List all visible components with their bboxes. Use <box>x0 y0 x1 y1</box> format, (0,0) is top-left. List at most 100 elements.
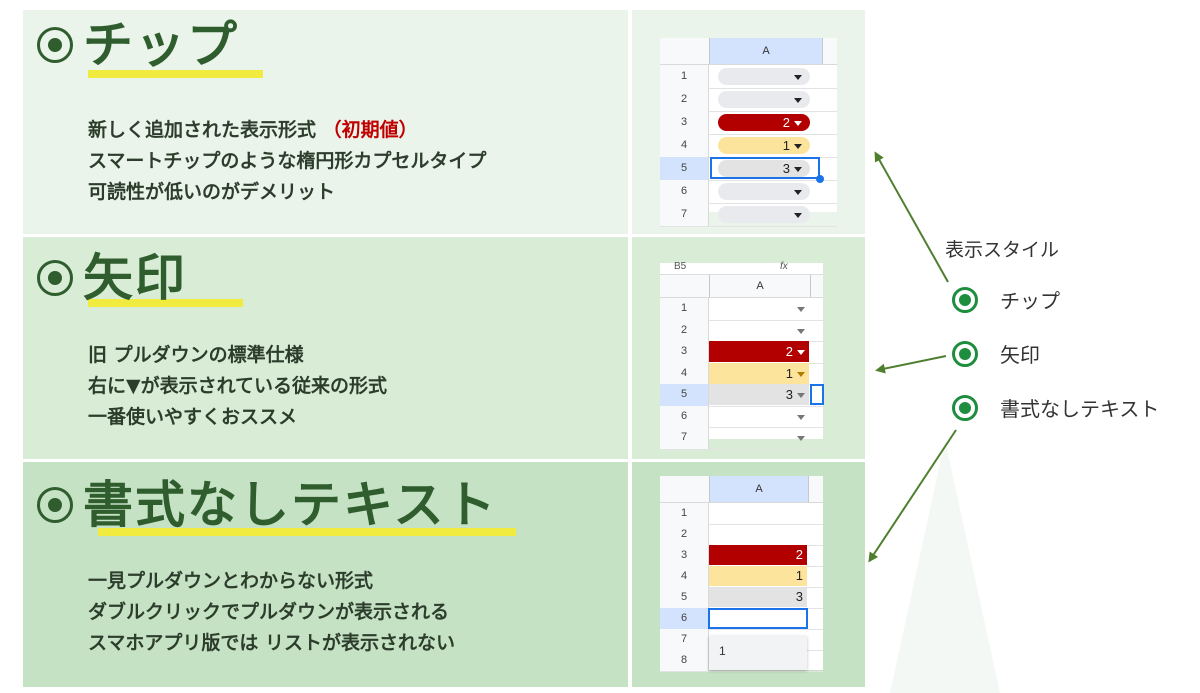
sheet-row: 1 <box>660 503 823 525</box>
column-header: A <box>709 38 823 64</box>
section-plain: 書式なしテキスト 一見プルダウンとわからない形式 ダブルクリックでプルダウンが表… <box>23 462 865 687</box>
row-number[interactable]: 6 <box>660 405 709 427</box>
panel-divider <box>628 462 632 687</box>
option-chip[interactable]: チップ <box>952 285 1060 314</box>
radio-selected-icon[interactable] <box>952 394 978 421</box>
caret-down-icon[interactable] <box>797 307 805 313</box>
row-number[interactable]: 4 <box>660 134 709 157</box>
selected-cell-border <box>810 384 824 405</box>
row-number[interactable]: 6 <box>660 180 709 203</box>
row-number[interactable]: 5 <box>660 587 709 608</box>
row-number[interactable]: 7 <box>660 629 709 650</box>
row-number[interactable]: 3 <box>660 111 709 134</box>
caret-down-icon[interactable] <box>794 75 802 81</box>
row-number[interactable]: 2 <box>660 319 709 341</box>
caret-down-icon[interactable] <box>797 436 805 442</box>
row-number[interactable]: 8 <box>660 650 709 671</box>
arrow-dropdown-cell[interactable]: 3 <box>709 384 809 405</box>
caret-down-icon[interactable] <box>797 328 805 334</box>
radio-selected-icon[interactable] <box>952 286 978 313</box>
caret-down-icon[interactable] <box>797 393 805 399</box>
arrow-to-chip <box>874 151 949 283</box>
plain-text-cell[interactable] <box>709 524 807 544</box>
caret-down-icon[interactable] <box>794 213 802 219</box>
section-title: チップ <box>37 20 239 70</box>
row-number[interactable]: 4 <box>660 362 709 384</box>
chip-dropdown[interactable]: 3 <box>718 160 810 177</box>
title-underline <box>88 299 243 307</box>
arrow-dropdown-cell[interactable] <box>709 298 809 319</box>
section-title: 矢印 <box>37 253 187 303</box>
arrow-dropdown-cell[interactable] <box>709 406 809 427</box>
row-number[interactable]: 3 <box>660 341 709 363</box>
row-number[interactable]: 2 <box>660 88 709 111</box>
selected-cell-border <box>708 608 808 629</box>
row-number[interactable]: 4 <box>660 566 709 587</box>
row-number[interactable]: 7 <box>660 427 709 449</box>
panel-divider <box>628 10 632 234</box>
selected-cell-border <box>710 157 820 179</box>
dropdown-list[interactable]: 1 <box>709 636 807 670</box>
radio-selected-icon[interactable] <box>952 340 978 367</box>
caret-down-icon[interactable] <box>797 350 805 356</box>
sheet-row: 2 <box>660 524 823 546</box>
sheet-row: 7 <box>660 427 823 450</box>
caret-down-icon[interactable] <box>794 98 802 104</box>
bullet-icon <box>37 260 73 296</box>
fill-handle[interactable] <box>816 175 824 183</box>
name-box[interactable]: B5 <box>674 261 687 272</box>
bullet-icon <box>37 27 73 63</box>
chip-dropdown[interactable] <box>718 91 810 108</box>
row-number[interactable]: 1 <box>660 65 709 88</box>
sheet-row: 6 <box>660 405 823 428</box>
chip-dropdown[interactable] <box>718 183 810 200</box>
plain-text-cell[interactable]: 2 <box>709 545 807 565</box>
row-number[interactable]: 6 <box>660 608 709 629</box>
chip-dropdown[interactable] <box>718 206 810 223</box>
plain-text-cell[interactable] <box>709 503 807 523</box>
sheet-row: 1 <box>660 65 837 89</box>
title-underline <box>88 70 263 78</box>
caret-down-icon[interactable] <box>794 121 802 127</box>
row-number[interactable]: 7 <box>660 203 709 226</box>
title-underline <box>98 528 516 536</box>
plain-text-cell[interactable]: 3 <box>709 587 807 607</box>
plain-text-cell[interactable]: 1 <box>709 566 807 586</box>
arrow-dropdown-cell[interactable] <box>709 427 809 448</box>
chip-dropdown[interactable] <box>718 68 810 85</box>
caret-down-icon[interactable] <box>794 190 802 196</box>
caret-down-icon[interactable] <box>794 167 802 173</box>
sheet-row: 2 <box>660 88 837 112</box>
caret-down-icon[interactable] <box>794 144 802 150</box>
dropdown-item[interactable]: 1 <box>719 644 726 658</box>
caret-down-icon[interactable] <box>797 414 805 420</box>
chip-dropdown[interactable]: 1 <box>718 137 810 154</box>
row-number[interactable]: 5 <box>660 157 709 180</box>
row-number[interactable]: 3 <box>660 545 709 566</box>
option-plain[interactable]: 書式なしテキスト <box>952 393 1159 422</box>
row-number[interactable]: 1 <box>660 298 709 320</box>
row-number[interactable]: 5 <box>660 384 709 406</box>
display-style-panel: 表示スタイル チップ 矢印 書式なしテキスト <box>945 235 1159 421</box>
panel-title: 表示スタイル <box>945 240 1060 261</box>
row-number[interactable]: 2 <box>660 524 709 545</box>
section-description: 一見プルダウンとわからない形式 ダブルクリックでプルダウンが表示される スマホア… <box>88 570 456 654</box>
arrow-dropdown-cell[interactable] <box>709 320 809 341</box>
arrow-dropdown-cell[interactable]: 2 <box>709 341 809 362</box>
arrow-to-plain <box>868 429 957 563</box>
option-arrow[interactable]: 矢印 <box>952 339 1040 368</box>
caret-down-icon[interactable] <box>797 371 805 377</box>
panel-divider <box>628 237 632 459</box>
arrow-to-arrow <box>875 355 947 374</box>
arrow-dropdown-cell[interactable]: 1 <box>709 362 809 384</box>
row-number[interactable]: 1 <box>660 503 709 524</box>
chip-dropdown[interactable]: 2 <box>718 114 810 131</box>
section-title: 書式なしテキスト <box>37 480 498 530</box>
